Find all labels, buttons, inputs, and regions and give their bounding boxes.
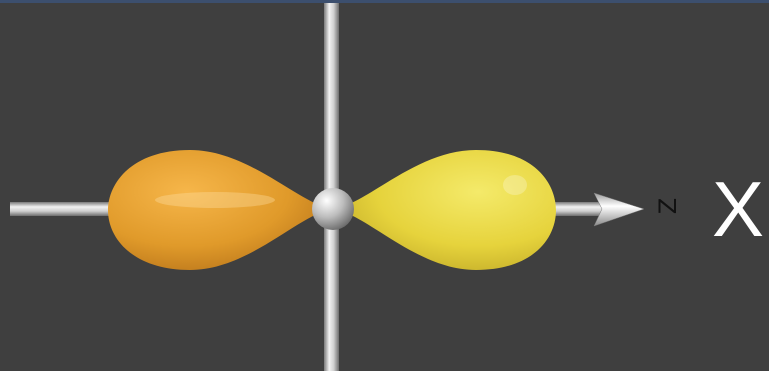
lobe-left-highlight: [155, 192, 275, 208]
vertical-axis-rod: [324, 3, 339, 371]
axis-arrowhead: [594, 193, 644, 226]
nucleus-sphere: [312, 188, 354, 230]
lobe-right-highlight: [503, 175, 527, 195]
orbital-lobe-left: [108, 150, 333, 270]
rotated-axis-label: Z: [656, 198, 680, 214]
orbital-lobe-right: [333, 150, 556, 270]
x-axis-label: X: [712, 170, 764, 248]
